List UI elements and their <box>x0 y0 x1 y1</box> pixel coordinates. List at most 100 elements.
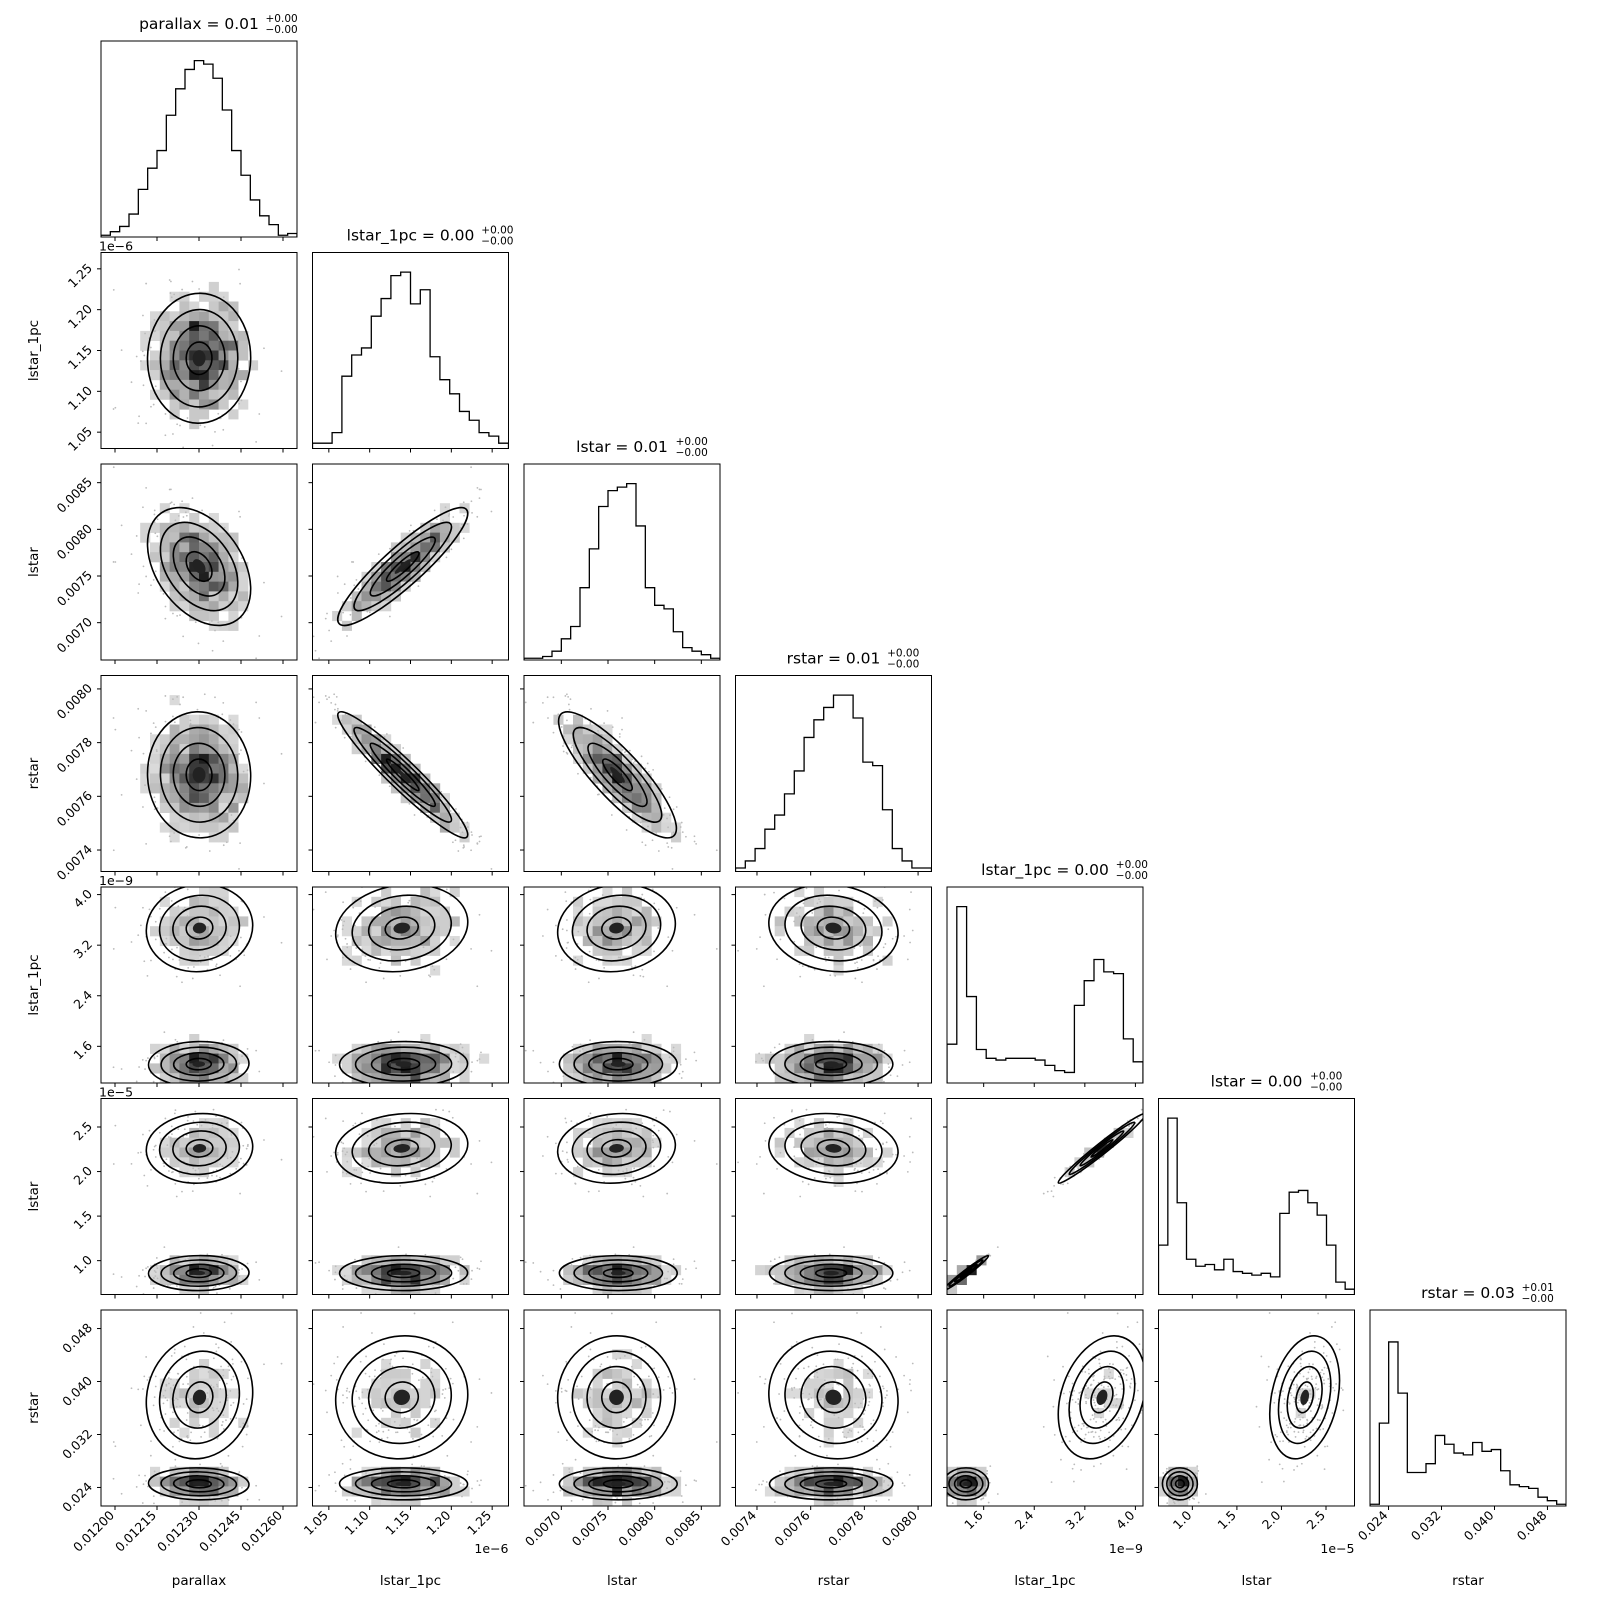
sample-point <box>571 744 574 747</box>
density-bin <box>390 1073 401 1083</box>
density-bin <box>1103 1368 1114 1379</box>
sample-point <box>1084 1394 1087 1396</box>
density-bin <box>420 945 431 956</box>
density-bin <box>351 611 362 622</box>
density-bin <box>612 783 623 794</box>
sample-point <box>561 928 564 931</box>
sample-point <box>394 1125 396 1128</box>
sample-point <box>139 360 142 362</box>
sample-point <box>1166 1502 1169 1505</box>
contour-line <box>386 1057 421 1071</box>
sample-point <box>192 1326 195 1328</box>
sample-point <box>524 1049 527 1052</box>
sample-point <box>1092 1379 1095 1382</box>
sample-point <box>336 934 339 937</box>
sample-point <box>172 1445 174 1448</box>
contour-line <box>336 710 469 839</box>
density-bin <box>843 916 854 927</box>
density-bin <box>622 955 633 966</box>
density-bin <box>159 1043 170 1054</box>
density-bin <box>159 1147 170 1158</box>
sample-point <box>422 946 425 949</box>
sample-point <box>903 1155 906 1157</box>
density-bin <box>843 1053 854 1064</box>
sample-point <box>653 1165 655 1168</box>
sample-point <box>215 1175 218 1177</box>
density-bin <box>169 744 180 755</box>
sample-point <box>793 940 796 943</box>
sample-point <box>634 1180 637 1183</box>
sample-point <box>842 1431 844 1434</box>
sample-point <box>793 1155 796 1158</box>
density-bin <box>592 1378 603 1389</box>
density-bin <box>622 1368 633 1379</box>
density-bin <box>371 945 382 956</box>
density-bin <box>208 350 219 361</box>
density-bin <box>592 1408 603 1419</box>
density-core <box>823 1481 839 1486</box>
panel-plot-area <box>312 693 493 870</box>
y-tick-label: 1.10 <box>65 383 95 413</box>
sample-point <box>179 424 181 427</box>
sample-point <box>449 810 452 812</box>
contour-line <box>385 758 420 792</box>
sample-point <box>451 1116 454 1119</box>
density-bin <box>573 1043 584 1054</box>
sample-point <box>164 1389 167 1392</box>
sample-point <box>175 975 178 978</box>
density-bin <box>189 379 200 390</box>
contour-line <box>385 550 420 583</box>
density-bin <box>641 1147 652 1158</box>
sample-point <box>882 1387 885 1390</box>
contour-line <box>814 1057 848 1071</box>
density-bin <box>612 793 623 804</box>
density-bin <box>622 1274 633 1285</box>
sample-point <box>779 1362 782 1365</box>
sample-point <box>1276 1368 1279 1371</box>
density-bin <box>199 887 210 898</box>
sample-point <box>655 832 658 834</box>
sample-point <box>552 1491 555 1494</box>
sample-point <box>883 1479 886 1482</box>
sample-point <box>815 1163 818 1166</box>
density-bin <box>651 783 662 794</box>
sample-point <box>312 1135 315 1138</box>
sample-point <box>454 839 457 842</box>
sample-point <box>444 506 447 509</box>
sample-point <box>1332 1386 1335 1389</box>
sample-point <box>641 1122 644 1125</box>
sample-point <box>490 949 493 952</box>
sample-point <box>354 1499 357 1502</box>
sample-point <box>671 1161 674 1164</box>
sample-point <box>377 1040 380 1043</box>
density-bin <box>430 906 441 917</box>
sample-point <box>361 948 364 951</box>
density-bin <box>150 542 161 553</box>
density-bin <box>573 1274 584 1285</box>
sample-point <box>417 585 420 588</box>
sample-point <box>114 1124 117 1127</box>
sample-point <box>227 1365 230 1368</box>
sample-point <box>181 1190 183 1193</box>
sample-point <box>876 1458 878 1461</box>
sample-point <box>1329 1360 1332 1363</box>
y-tick-label: 0.024 <box>59 1479 95 1515</box>
sample-point <box>589 1348 592 1351</box>
sample-point <box>399 974 402 977</box>
density-bin <box>430 1147 441 1158</box>
density-bin <box>843 896 854 907</box>
panel-plot-area <box>737 1312 914 1506</box>
density-bin <box>449 1476 460 1487</box>
sample-point <box>759 936 761 939</box>
sample-point <box>672 808 675 811</box>
sample-point <box>169 1387 172 1389</box>
sample-point <box>388 615 391 618</box>
sample-point <box>192 1120 195 1123</box>
sample-point <box>836 1115 839 1118</box>
sample-point <box>402 747 405 749</box>
sample-point <box>154 385 157 388</box>
sample-point <box>1103 1378 1105 1381</box>
sample-point <box>1097 1388 1100 1390</box>
sample-point <box>618 733 621 735</box>
density-bin <box>208 370 219 381</box>
